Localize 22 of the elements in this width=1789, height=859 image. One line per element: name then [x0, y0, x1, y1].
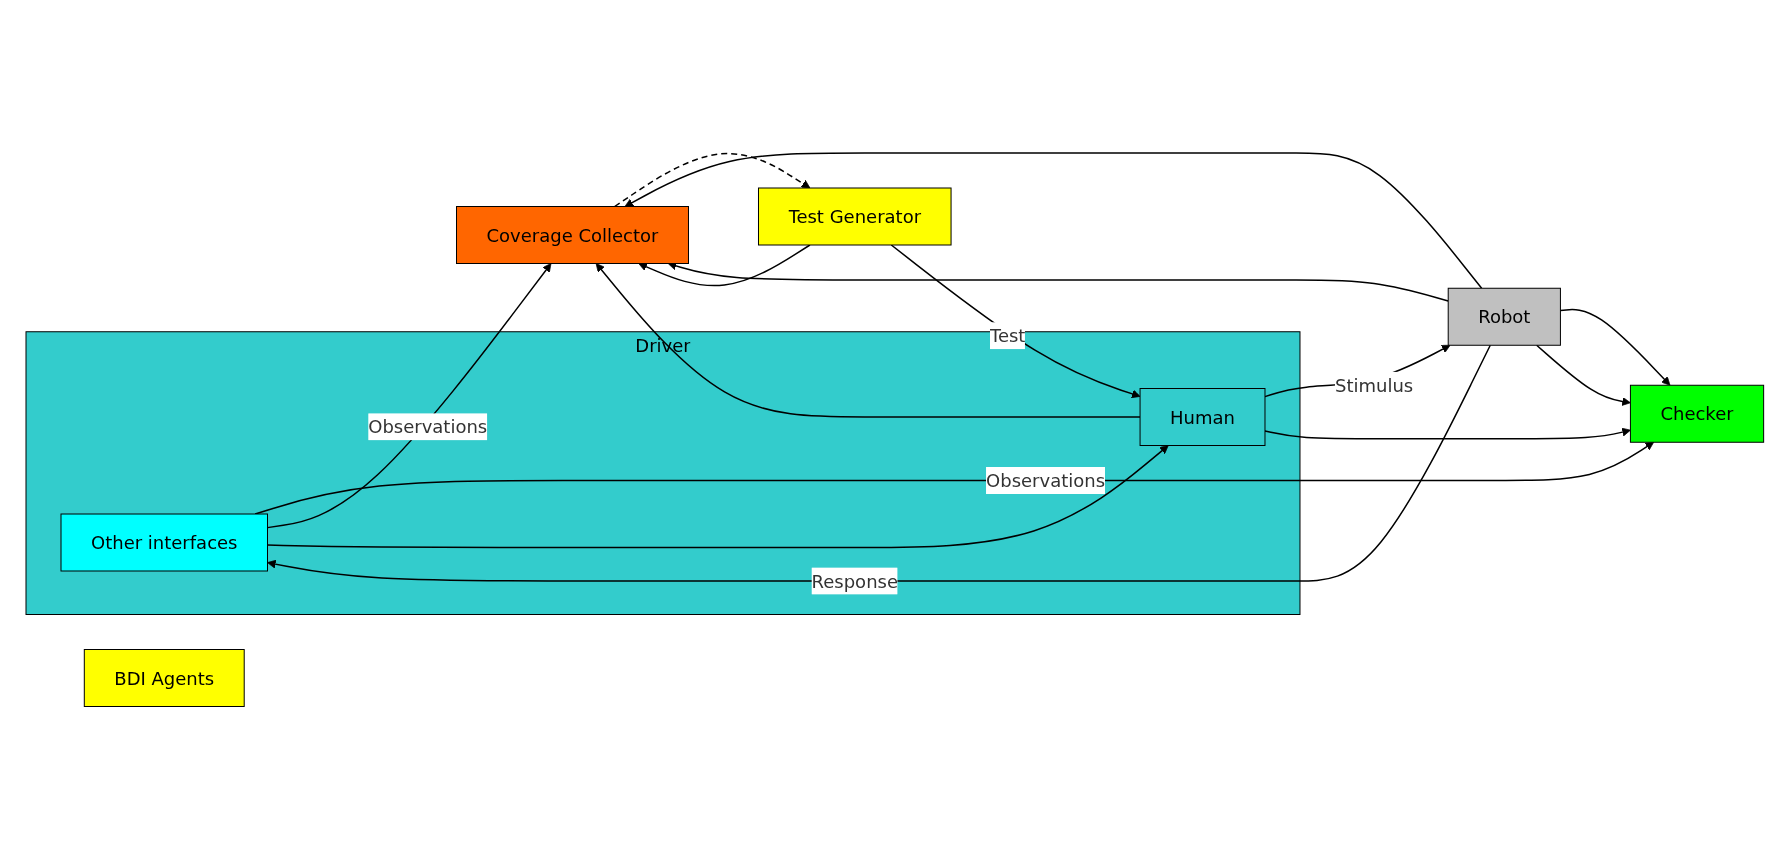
node-box: Other interfaces [60, 513, 268, 572]
arrow [1535, 344, 1631, 406]
arrow [624, 152, 1483, 289]
arrow [595, 262, 1141, 418]
arrow [1559, 308, 1671, 386]
arrow [266, 444, 1169, 548]
edge-label: Observations [367, 416, 487, 438]
arrow [266, 262, 552, 529]
edge-label: Stimulus [1334, 374, 1413, 396]
arrow [637, 244, 811, 287]
arrow [1263, 427, 1631, 440]
edge-label: Response [811, 570, 898, 592]
arrow [613, 152, 811, 207]
edge-label: Observations [985, 469, 1105, 491]
node-box: Test Generator [757, 187, 952, 246]
node-box: Checker [1629, 384, 1764, 443]
edge-label: Test [989, 324, 1026, 346]
arrow [890, 244, 1141, 398]
node-box: Robot [1447, 287, 1561, 346]
node-box: BDI Agents [83, 648, 245, 707]
node-box: Human [1139, 387, 1266, 446]
node-box: Coverage Collector [455, 205, 689, 264]
